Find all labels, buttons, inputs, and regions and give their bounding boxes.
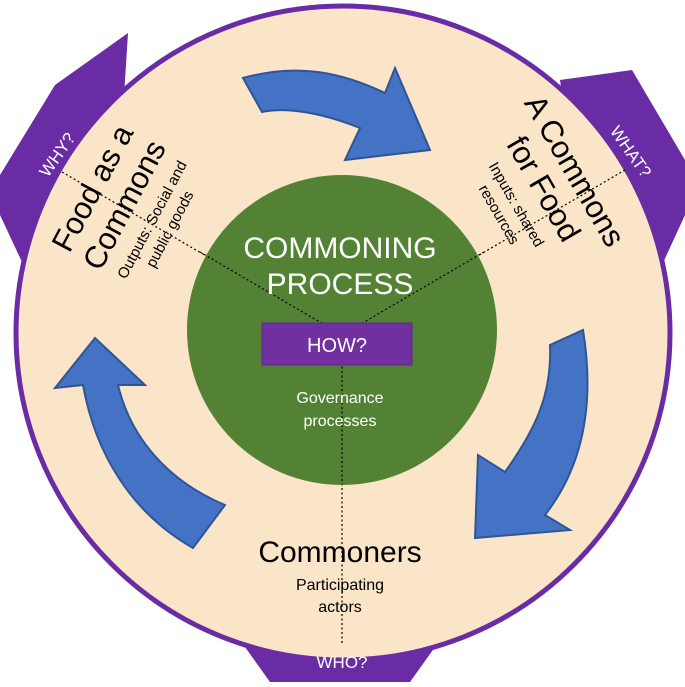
why-tab: [0, 33, 128, 262]
arrow-right: [473, 328, 589, 540]
center-title-line1: COMMONING: [243, 232, 436, 265]
who-label: WHO?: [317, 653, 368, 672]
arrow-top: [241, 65, 432, 162]
arrow-left: [52, 336, 227, 550]
bottom-title: Commoners: [258, 536, 421, 569]
center-title-line2: PROCESS: [267, 268, 414, 301]
how-box: [261, 322, 413, 366]
bottom-subtitle-line1: Participating: [296, 577, 384, 594]
how-label: HOW?: [307, 335, 367, 357]
leader-lines-inner: [199, 251, 485, 484]
center-caption-line1: Governance: [296, 390, 383, 407]
center-caption-line2: processes: [304, 413, 377, 430]
bottom-subtitle-line2: actors: [318, 599, 362, 616]
